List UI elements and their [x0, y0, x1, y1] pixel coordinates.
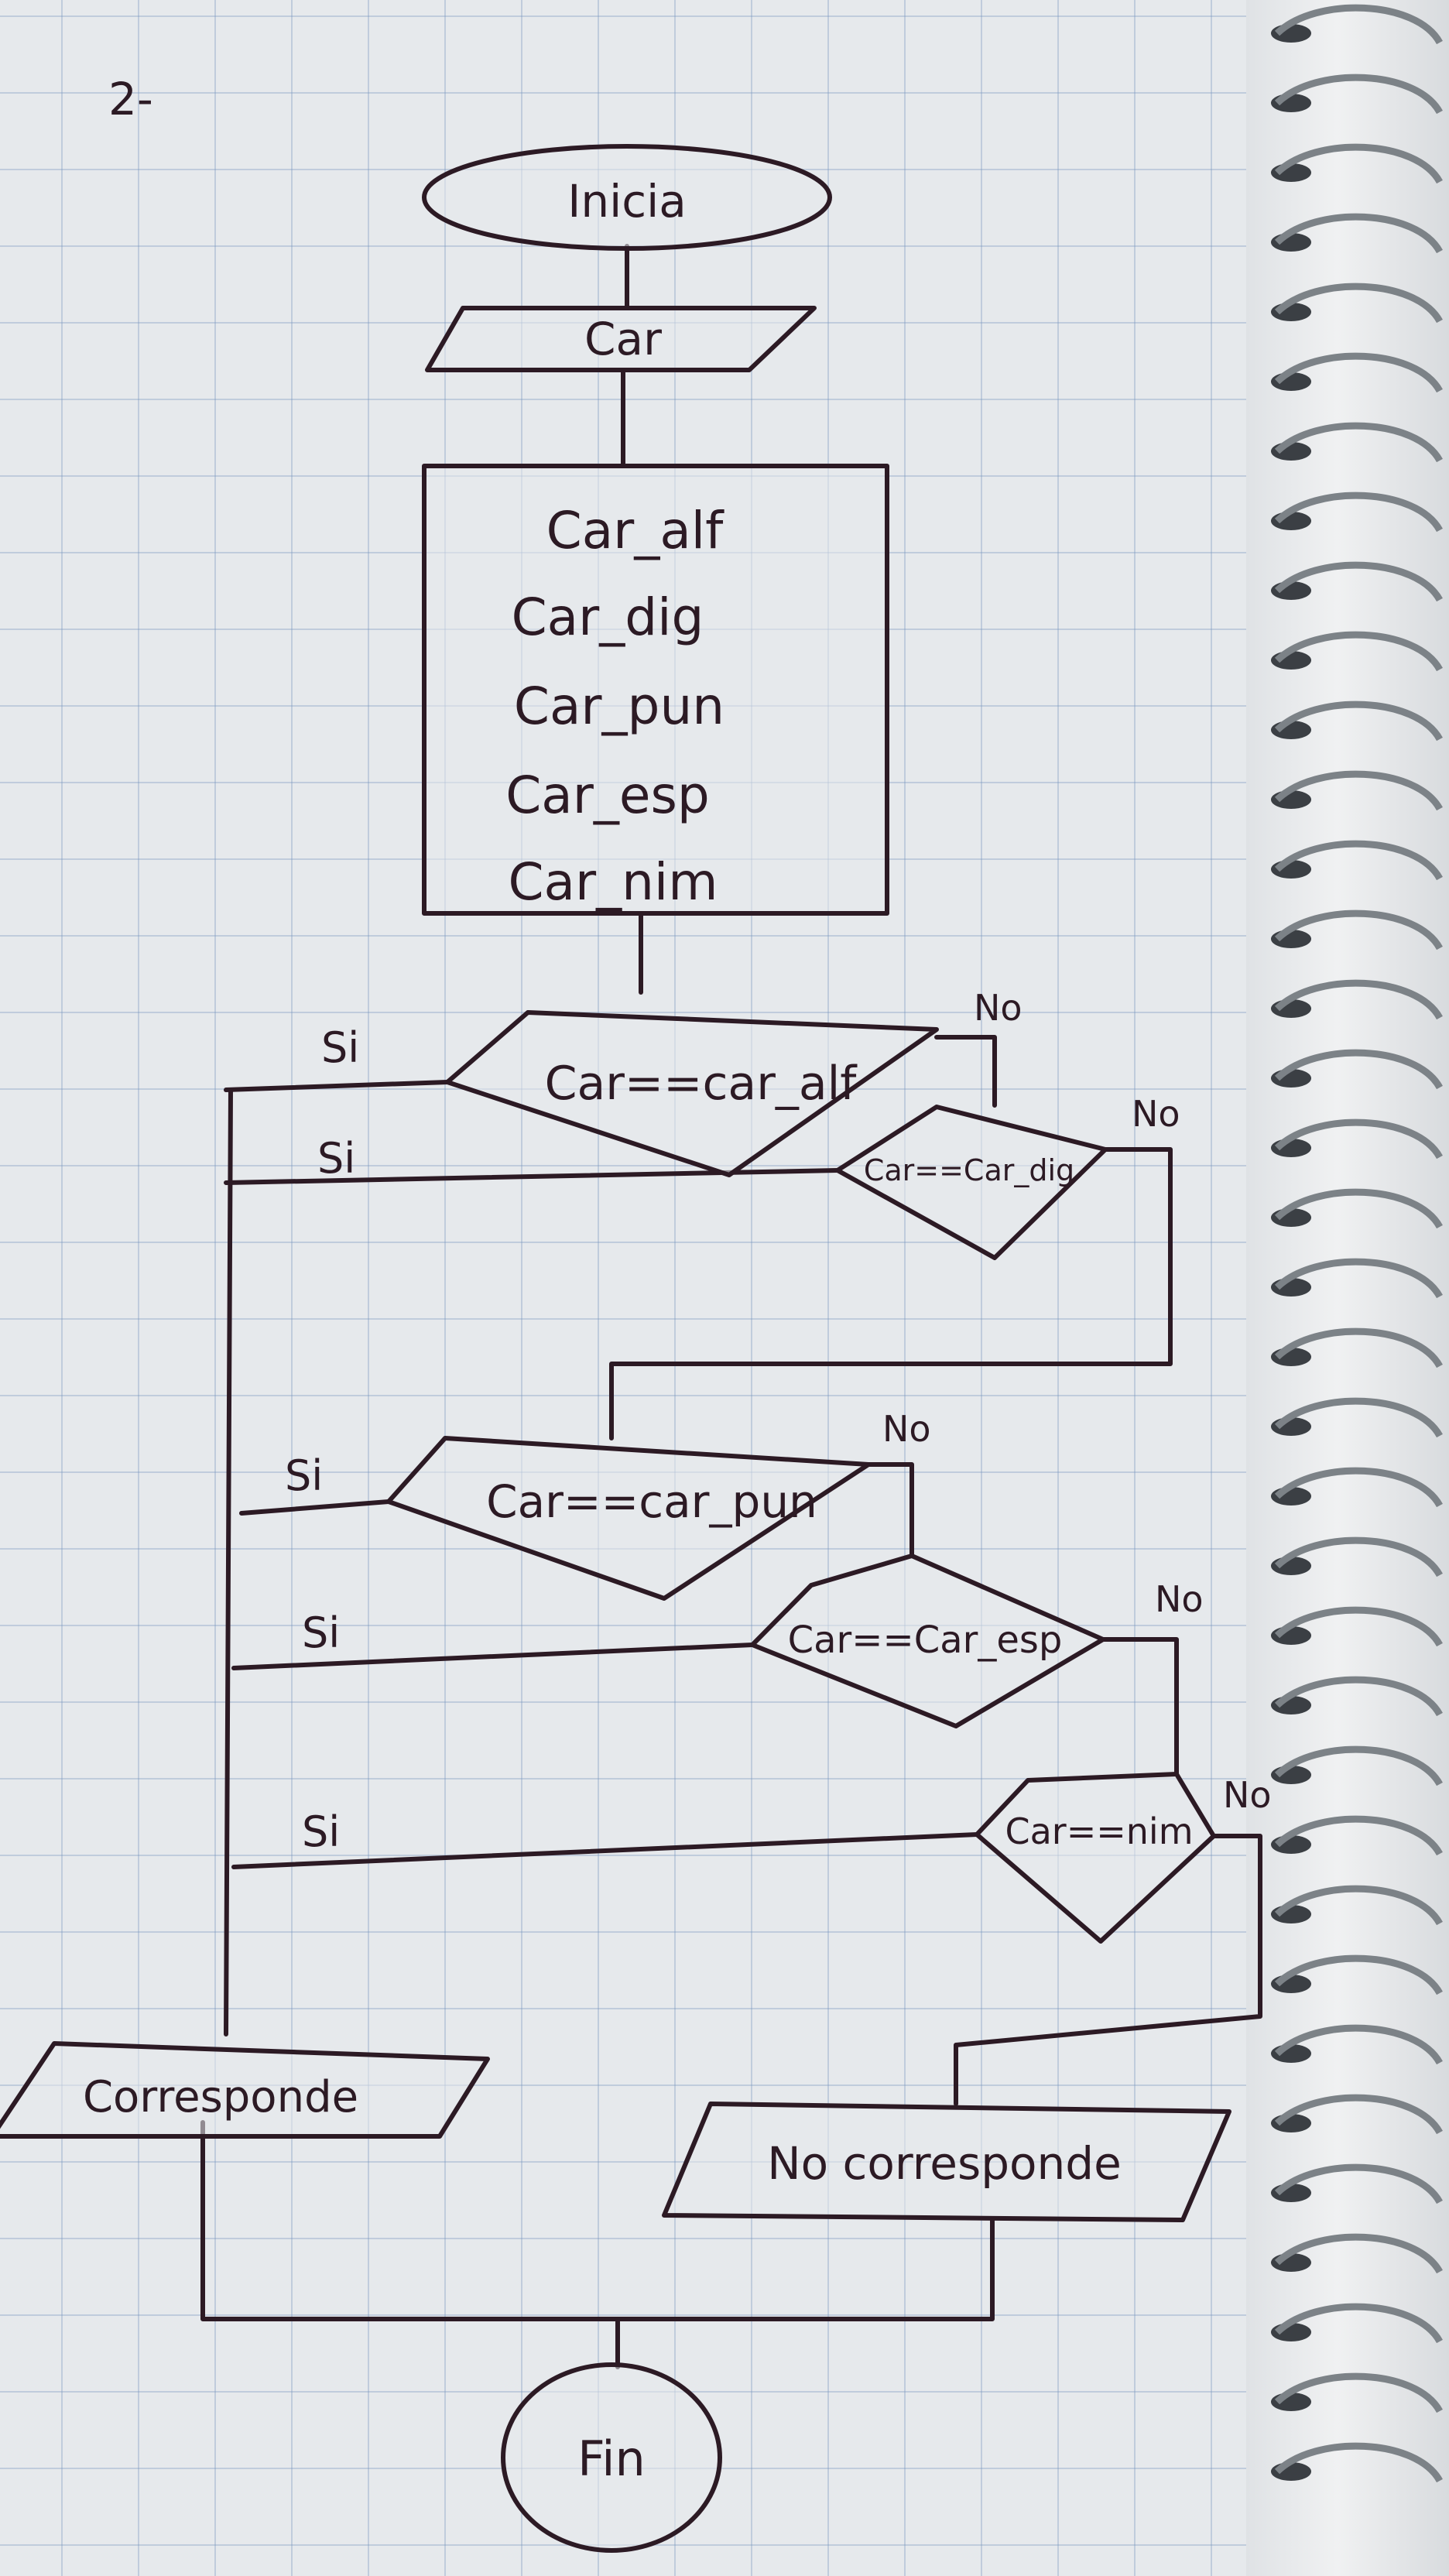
spiral-ring: [1274, 840, 1443, 881]
output-corresponde-label: Corresponde: [83, 2072, 358, 2122]
spiral-ring: [1274, 1676, 1443, 1717]
decision-5-label: Car==nim: [1005, 1810, 1193, 1852]
spiral-ring: [1274, 2233, 1443, 2274]
output-corresponde-box: [0, 2041, 490, 2139]
decision-3-yes: Si: [285, 1451, 323, 1500]
connector-no-5: [954, 1834, 1262, 2106]
decision-5-diamond: [975, 1772, 1216, 1944]
declaration-5: Car_nim: [508, 852, 718, 912]
output-no-corresponde-box: [662, 2102, 1231, 2222]
declaration-4: Car_esp: [505, 766, 710, 825]
decision-1-diamond: [445, 1010, 939, 1177]
connector-yes-4: [231, 1643, 755, 1670]
spiral-ring: [1274, 1397, 1443, 1438]
decision-1-label: Car==car_alf: [545, 1057, 858, 1111]
spiral-ring: [1274, 770, 1443, 811]
spiral-ring: [1274, 1815, 1443, 1856]
spiral-ring: [1274, 909, 1443, 951]
declarations-box: [422, 464, 889, 916]
connectors: [200, 244, 1262, 2369]
left-collector-line: [224, 1088, 233, 2036]
decision-4-label: Car==Car_esp: [788, 1619, 1063, 1662]
end-terminator: [501, 2362, 722, 2553]
connector-yes-1: [224, 1080, 450, 1092]
spiral-ring: [1274, 143, 1443, 184]
connector-yes-5: [231, 1832, 979, 1869]
spiral-ring: [1274, 422, 1443, 463]
connector-no-1: [934, 1035, 997, 1108]
declaration-1: Car_alf: [546, 501, 724, 560]
spiral-ring: [1274, 213, 1443, 254]
decision-2-diamond: [835, 1105, 1108, 1260]
spiral-ring: [1274, 1885, 1443, 1926]
spiral-ring: [1274, 2024, 1443, 2065]
spiral-ring: [1274, 561, 1443, 602]
spiral-ring: [1274, 2163, 1443, 2204]
connector-no-4: [1101, 1637, 1179, 1776]
spiral-ring: [1274, 2442, 1443, 2483]
start-label: Inicia: [567, 175, 687, 228]
spiral-ring: [1274, 352, 1443, 393]
spiral-ring: [1274, 1954, 1443, 1995]
spiral-ring: [1274, 1745, 1443, 1786]
spiral-ring: [1274, 1327, 1443, 1368]
spiral-ring: [1274, 1258, 1443, 1299]
spiral-ring: [1274, 2303, 1443, 2344]
decision-4-diamond: [750, 1553, 1105, 1728]
decision-5-no: No: [1223, 1774, 1272, 1816]
decision-3-no: No: [882, 1408, 931, 1450]
spiral-ring: [1274, 1188, 1443, 1229]
decision-3-diamond: [386, 1436, 871, 1601]
decision-2-label: Car==Car_dig: [864, 1153, 1074, 1187]
input-car-label: Car: [584, 313, 662, 365]
end-label: Fin: [577, 2430, 646, 2487]
decision-1-no: No: [974, 987, 1023, 1029]
spiral-ring: [1274, 1536, 1443, 1577]
spiral-ring: [1274, 979, 1443, 1020]
spiral-ring: [1274, 1606, 1443, 1647]
spiral-ring: [1274, 74, 1443, 115]
declaration-3: Car_pun: [514, 677, 724, 736]
decision-1-yes: Si: [321, 1023, 359, 1072]
decision-3-label: Car==car_pun: [486, 1475, 817, 1528]
spiral-ring: [1274, 2372, 1443, 2413]
output-no-corresponde-label: No corresponde: [767, 2137, 1122, 2190]
spiral-ring: [1274, 701, 1443, 742]
spiral-ring: [1274, 1049, 1443, 1090]
spiral-ring: [1274, 2094, 1443, 2135]
connector-corresponde-merge: [200, 2120, 995, 2321]
spiral-ring: [1274, 1118, 1443, 1160]
decision-5-yes: Si: [302, 1807, 340, 1856]
start-terminator: [422, 144, 832, 251]
connector-no-3: [866, 1462, 914, 1558]
decision-2-no: No: [1132, 1093, 1180, 1135]
spiral-ring: [1274, 283, 1443, 324]
decision-4-no: No: [1155, 1578, 1204, 1620]
spiral-rings: [1271, 4, 1443, 2483]
decision-2-yes: Si: [317, 1134, 355, 1183]
connector-no-2: [609, 1147, 1173, 1440]
spiral-ring: [1274, 1467, 1443, 1508]
declaration-2: Car_dig: [512, 587, 704, 647]
input-car-box: [425, 306, 817, 372]
page-number: 2-: [108, 73, 153, 125]
spiral-ring: [1274, 492, 1443, 533]
spiral-ring: [1274, 631, 1443, 672]
decision-4-yes: Si: [302, 1608, 340, 1657]
spiral-ring: [1274, 4, 1443, 45]
connector-yes-3: [239, 1499, 391, 1516]
